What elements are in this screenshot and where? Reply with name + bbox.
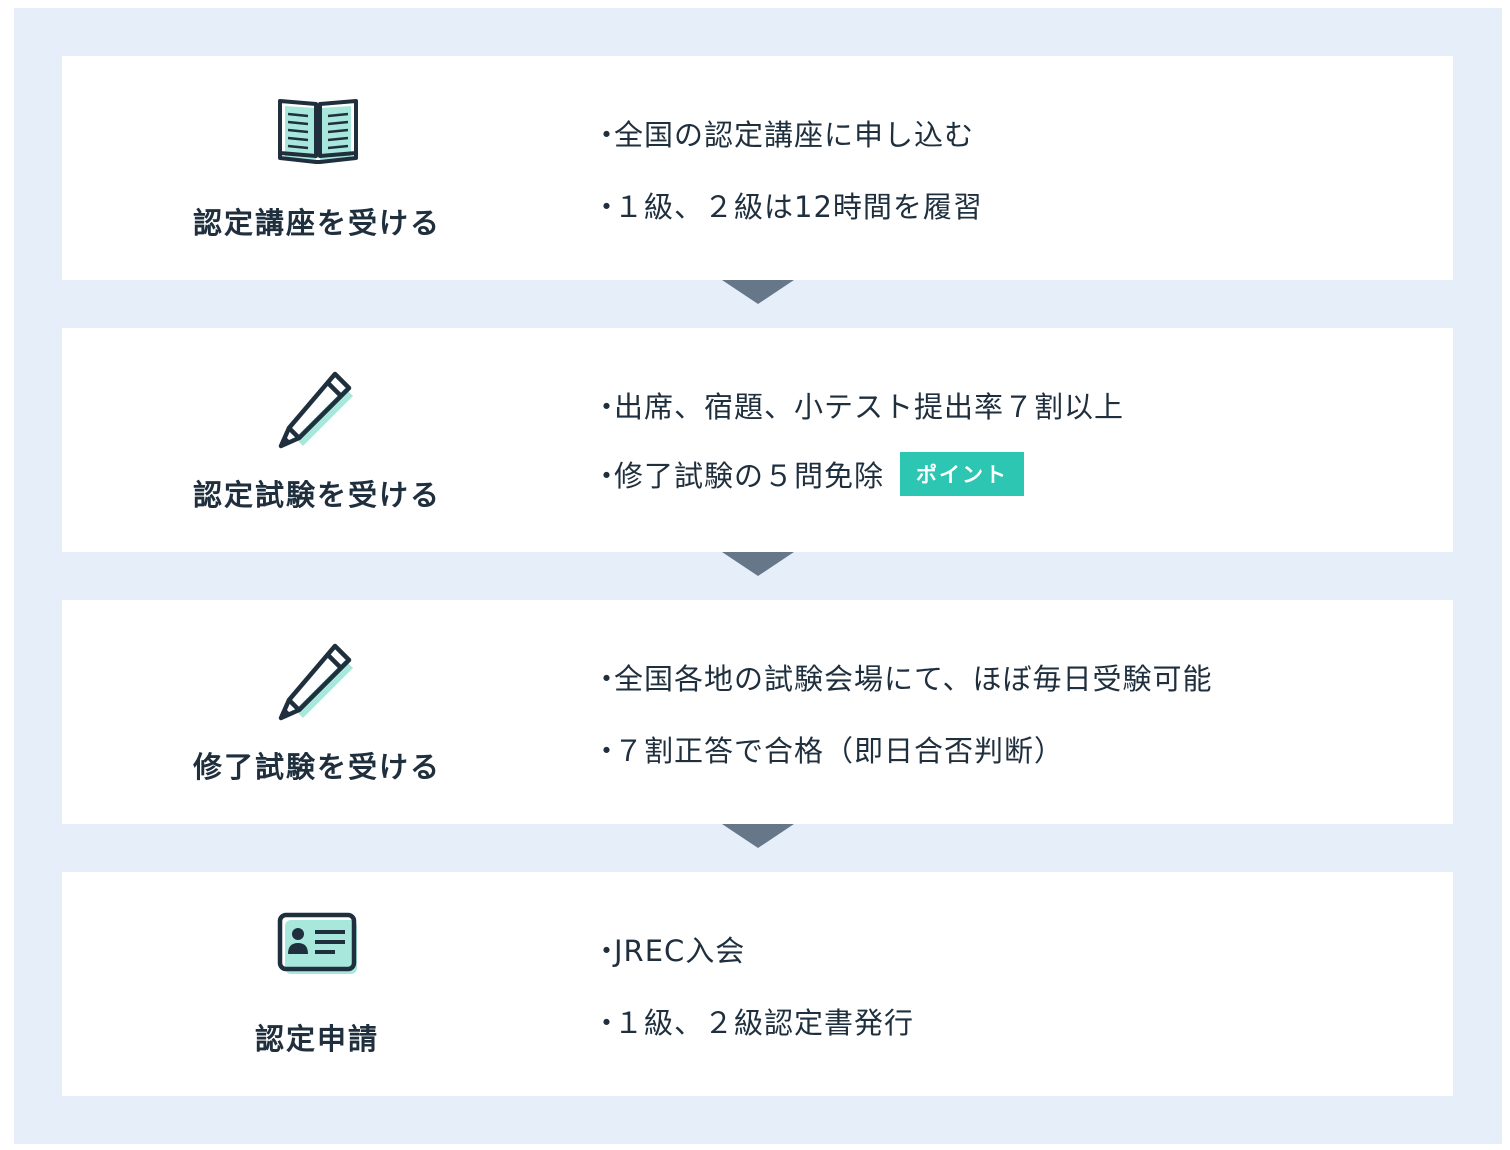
step-header: 認定申請	[62, 872, 572, 1096]
pencil-icon	[277, 640, 359, 721]
flow-diagram: 認定講座を受ける ・ 全国の認定講座に申し込む ・ １級、２級は12時間を履習	[14, 8, 1502, 1144]
bullet-marker: ・	[592, 390, 623, 424]
bullet-text: JREC入会	[614, 934, 746, 968]
bullet-marker: ・	[592, 934, 623, 968]
point-badge: ポイント	[900, 452, 1025, 496]
down-arrow-icon	[722, 280, 794, 304]
step-title: 認定申請	[254, 1022, 379, 1056]
bullet-marker: ・	[592, 459, 623, 493]
bullet-marker: ・	[592, 1006, 623, 1040]
bullet-text: 全国の認定講座に申し込む	[614, 118, 975, 152]
bullet-text: 修了試験の５問免除	[614, 459, 885, 493]
id-card-icon	[277, 912, 359, 986]
bullet-marker: ・	[592, 190, 623, 224]
bullet-text: 出席、宿題、小テスト提出率７割以上	[614, 390, 1125, 424]
bullet-item: ・ 修了試験の５問免除 ポイント	[592, 452, 1025, 496]
bullet-marker: ・	[592, 118, 623, 152]
bullet-item: ・ １級、２級認定書発行	[592, 1000, 914, 1042]
step-header: 認定講座を受ける	[62, 56, 572, 280]
down-arrow-icon	[722, 552, 794, 576]
bullet-text: 全国各地の試験会場にて、ほぼ毎日受験可能	[614, 662, 1213, 696]
step-card-3: 修了試験を受ける ・ 全国各地の試験会場にて、ほぼ毎日受験可能 ・ ７割正答で合…	[62, 600, 1453, 824]
bullet-item: ・ JREC入会	[592, 928, 745, 970]
step-card-4: 認定申請 ・ JREC入会 ・ １級、２級認定書発行	[62, 872, 1453, 1096]
bullet-item: ・ 全国の認定講座に申し込む	[592, 112, 974, 154]
step-title: 認定講座を受ける	[192, 206, 441, 240]
bullet-text: １級、２級は12時間を履習	[614, 190, 983, 224]
bullet-item: ・ 出席、宿題、小テスト提出率７割以上	[592, 384, 1124, 426]
step-card-2: 認定試験を受ける ・ 出席、宿題、小テスト提出率７割以上 ・ 修了試験の５問免除…	[62, 328, 1453, 552]
step-card-1: 認定講座を受ける ・ 全国の認定講座に申し込む ・ １級、２級は12時間を履習	[62, 56, 1453, 280]
bullet-item: ・ 全国各地の試験会場にて、ほぼ毎日受験可能	[592, 656, 1213, 698]
step-header: 修了試験を受ける	[62, 600, 572, 824]
bullet-text: １級、２級認定書発行	[614, 1006, 915, 1040]
bullet-item: ・ １級、２級は12時間を履習	[592, 184, 983, 226]
bullet-marker: ・	[592, 734, 623, 768]
bullet-marker: ・	[592, 662, 623, 696]
step-title: 修了試験を受ける	[192, 750, 441, 784]
bullet-text: ７割正答で合格（即日合否判断）	[614, 734, 1065, 768]
open-book-icon	[277, 96, 359, 170]
bullet-item: ・ ７割正答で合格（即日合否判断）	[592, 728, 1064, 770]
step-title: 認定試験を受ける	[192, 478, 441, 512]
down-arrow-icon	[722, 824, 794, 848]
step-header: 認定試験を受ける	[62, 328, 572, 552]
pencil-icon	[277, 368, 359, 449]
